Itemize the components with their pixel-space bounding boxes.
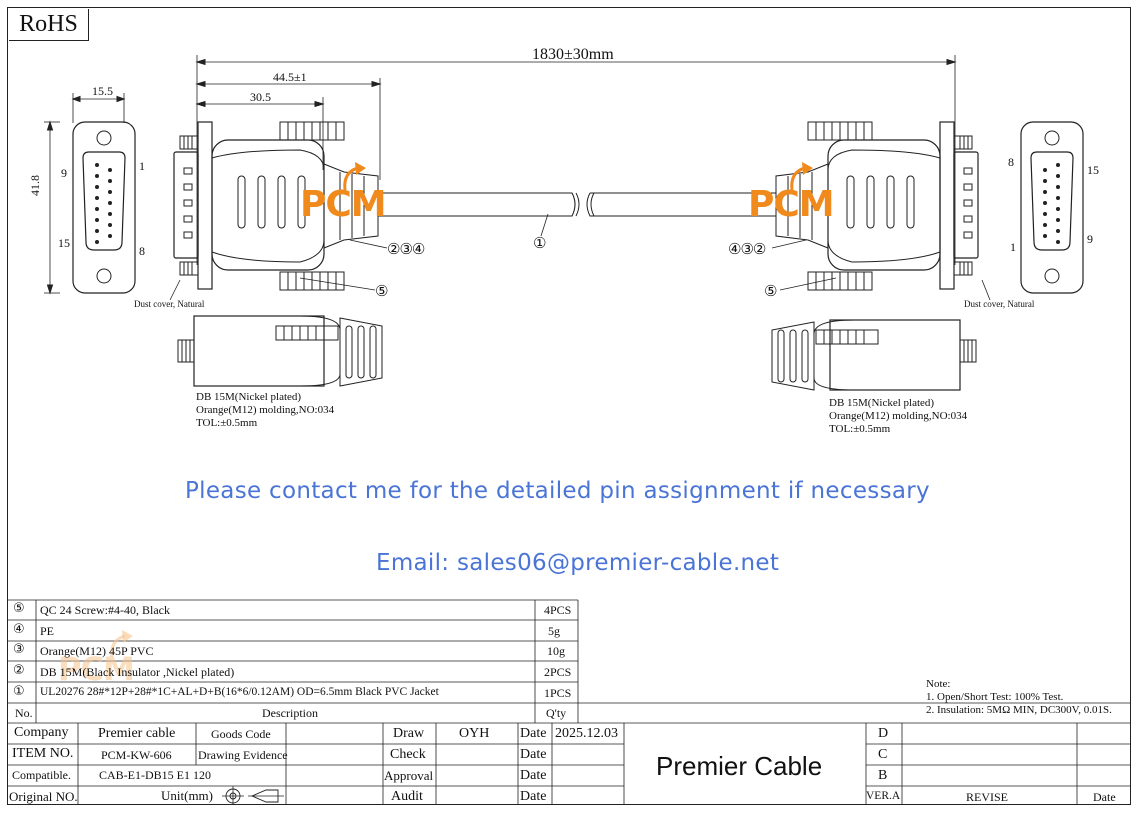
pcm-watermark-table: PCM: [58, 650, 135, 688]
left-pin-label-15: 15: [58, 236, 70, 250]
overall-length-dimension: 1830±30mm: [532, 46, 614, 63]
right-pin-label-9: 9: [1087, 232, 1093, 246]
shell-length-dimension: 30.5: [250, 90, 271, 104]
right-note-line-3: TOL:±0.5mm: [829, 423, 891, 435]
notes-line-1: 1. Open/Short Test: 100% Test.: [926, 691, 1064, 703]
bom-row-2-no: ②: [13, 663, 25, 678]
right-note-line-1: DB 15M(Nickel plated): [829, 397, 935, 409]
pcm-watermark-right: PCM: [748, 184, 835, 225]
drawing-evidence-label: Drawing Evidence: [198, 748, 288, 762]
bom-row-1-desc: UL20276 28#*12P+28#*1C+AL+D+B(16*6/0.12A…: [40, 686, 439, 698]
audit-label: Audit: [391, 789, 423, 804]
pcm-watermark-left: PCM: [300, 184, 387, 225]
left-dust-cover-label: Dust cover, Natural: [134, 299, 205, 309]
rev-b-label: B: [878, 768, 888, 783]
contact-email[interactable]: Email: sales06@premier-cable.net: [376, 550, 780, 576]
notes-title: Note:: [926, 678, 951, 690]
item-no-value: PCM-KW-606: [101, 748, 172, 762]
approval-date-label: Date: [520, 768, 547, 783]
rev-c-label: C: [878, 747, 888, 762]
bom-row-5-desc: QC 24 Screw:#4-40, Black: [40, 603, 170, 617]
right-pin-label-8: 8: [1008, 155, 1014, 169]
company-label: Company: [14, 725, 69, 740]
connector-width-dimension: 15.5: [92, 84, 113, 98]
contact-message: Please contact me for the detailed pin a…: [185, 478, 930, 504]
notes-line-2: 2. Insulation: 5MΩ MIN, DC300V, 0.01S.: [926, 704, 1112, 716]
check-label: Check: [390, 747, 426, 762]
right-dust-cover-label: Dust cover, Natural: [964, 299, 1035, 309]
bom-header-no: No.: [15, 706, 33, 720]
left-note-line-2: Orange(M12) molding,NO:034: [196, 404, 335, 416]
left-pin-label-1: 1: [139, 159, 145, 173]
bom-row-5-no: ⑤: [13, 601, 25, 616]
callout-left-screw: ⑤: [375, 282, 389, 300]
molding-length-dimension: 44.5±1: [273, 70, 307, 84]
bom-row-5-qty: 4PCS: [544, 603, 572, 617]
callout-left-components: ②③④: [387, 240, 425, 258]
bom-row-3-no: ③: [13, 642, 25, 657]
draw-date-value: 2025.12.03: [555, 726, 618, 741]
sheet-border: [7, 7, 1131, 805]
test-notes: Note: 1. Open/Short Test: 100% Test. 2. …: [926, 678, 1112, 717]
bom-row-4-desc: PE: [40, 624, 55, 638]
right-connector-notes: DB 15M(Nickel plated) Orange(M12) moldin…: [829, 397, 967, 436]
draw-date-label: Date: [520, 726, 547, 741]
callout-right-components: ④③②: [728, 240, 766, 258]
rohs-mark: RoHS: [9, 9, 89, 41]
bom-row-1-no: ①: [13, 684, 25, 699]
left-note-line-1: DB 15M(Nickel plated): [196, 391, 302, 403]
revise-label: REVISE: [966, 790, 1008, 804]
bom-row-3-desc: Orange(M12) 45P PVC: [40, 644, 154, 658]
right-pin-label-15: 15: [1087, 163, 1099, 177]
bom-row-4-qty: 5g: [548, 624, 560, 638]
unit-label: Unit(mm): [161, 788, 213, 803]
connector-height-dimension: 41.8: [28, 175, 42, 196]
left-pin-label-9: 9: [61, 166, 67, 180]
rev-d-label: D: [878, 726, 889, 741]
bom-row-1-qty: 1PCS: [544, 686, 572, 700]
right-note-line-2: Orange(M12) molding,NO:034: [829, 410, 968, 422]
goods-code-label: Goods Code: [211, 727, 271, 741]
left-connector-notes: DB 15M(Nickel plated) Orange(M12) moldin…: [196, 391, 334, 430]
bom-row-3-qty: 10g: [547, 644, 565, 658]
bom-row-2-desc: DB 15M(Black Insulator ,Nickel plated): [40, 665, 235, 679]
item-no-label: ITEM NO.: [12, 746, 74, 761]
original-no-label: Original NO.: [9, 789, 78, 804]
right-pin-label-1: 1: [1010, 240, 1016, 254]
approval-label: Approval: [384, 768, 434, 783]
compatible-label: Compatible.: [12, 768, 71, 782]
audit-date-label: Date: [520, 789, 547, 804]
callout-cable: ①: [533, 234, 547, 252]
compatible-value: CAB-E1-DB15 E1 120: [99, 768, 211, 782]
bom-row-4-no: ④: [13, 622, 25, 637]
bom-header-qty: Q'ty: [546, 706, 567, 720]
left-note-line-3: TOL:±0.5mm: [196, 417, 258, 429]
version-label: VER.A: [866, 790, 901, 802]
draw-label: Draw: [393, 726, 425, 741]
revise-date-label: Date: [1093, 790, 1116, 804]
draw-value: OYH: [459, 726, 490, 741]
check-date-label: Date: [520, 747, 547, 762]
left-pin-label-8: 8: [139, 244, 145, 258]
company-value: Premier cable: [98, 726, 176, 741]
brand-name: Premier Cable: [656, 751, 823, 781]
bom-row-2-qty: 2PCS: [544, 665, 572, 679]
callout-right-screw: ⑤: [764, 282, 778, 300]
bom-header-description: Description: [262, 706, 318, 720]
